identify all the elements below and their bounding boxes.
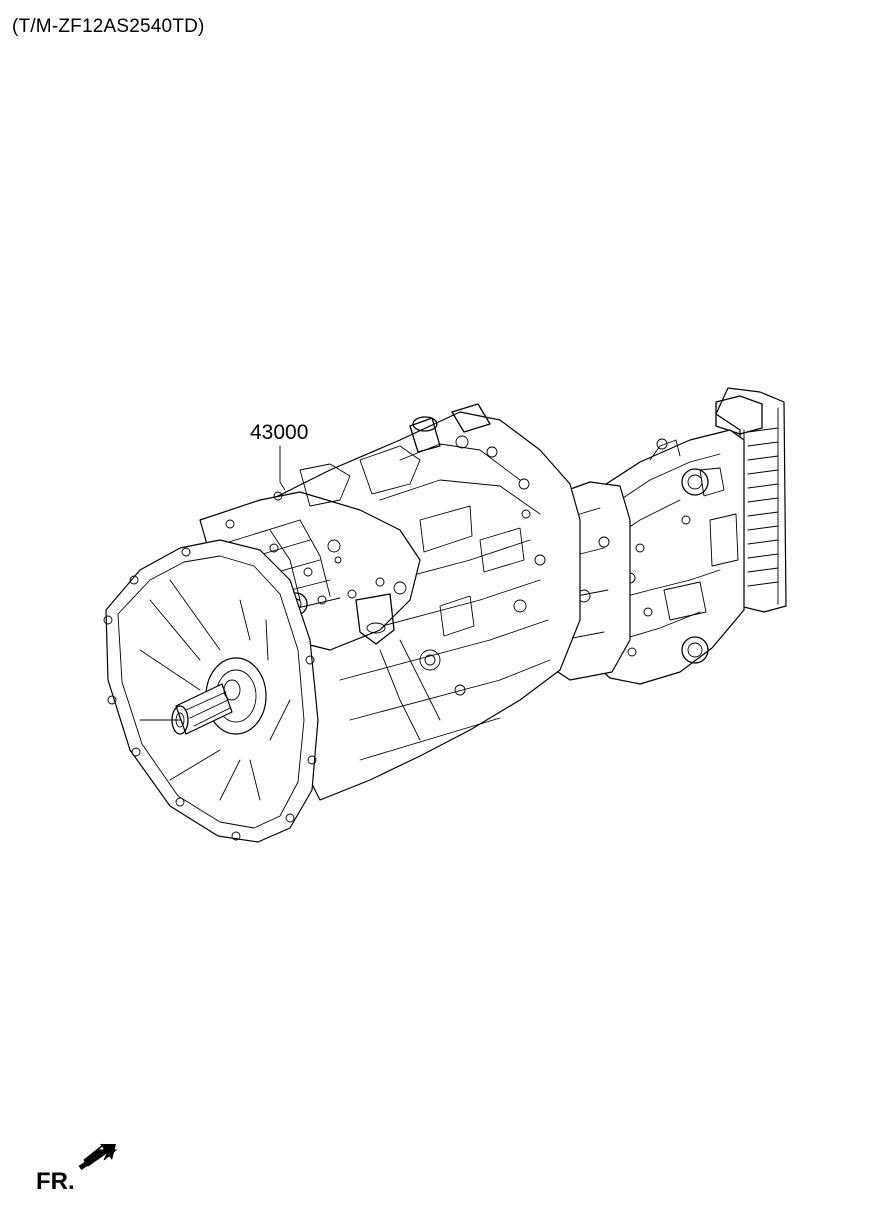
leader-line (279, 445, 286, 491)
part-number-label[interactable]: 43000 (250, 421, 309, 444)
front-direction-arrow-icon (78, 1143, 118, 1171)
front-direction-label: FR. (36, 1168, 75, 1195)
oil-cooler (715, 387, 787, 613)
diagram-title: (T/M-ZF12AS2540TD) (12, 16, 205, 37)
input-shaft (171, 657, 267, 735)
